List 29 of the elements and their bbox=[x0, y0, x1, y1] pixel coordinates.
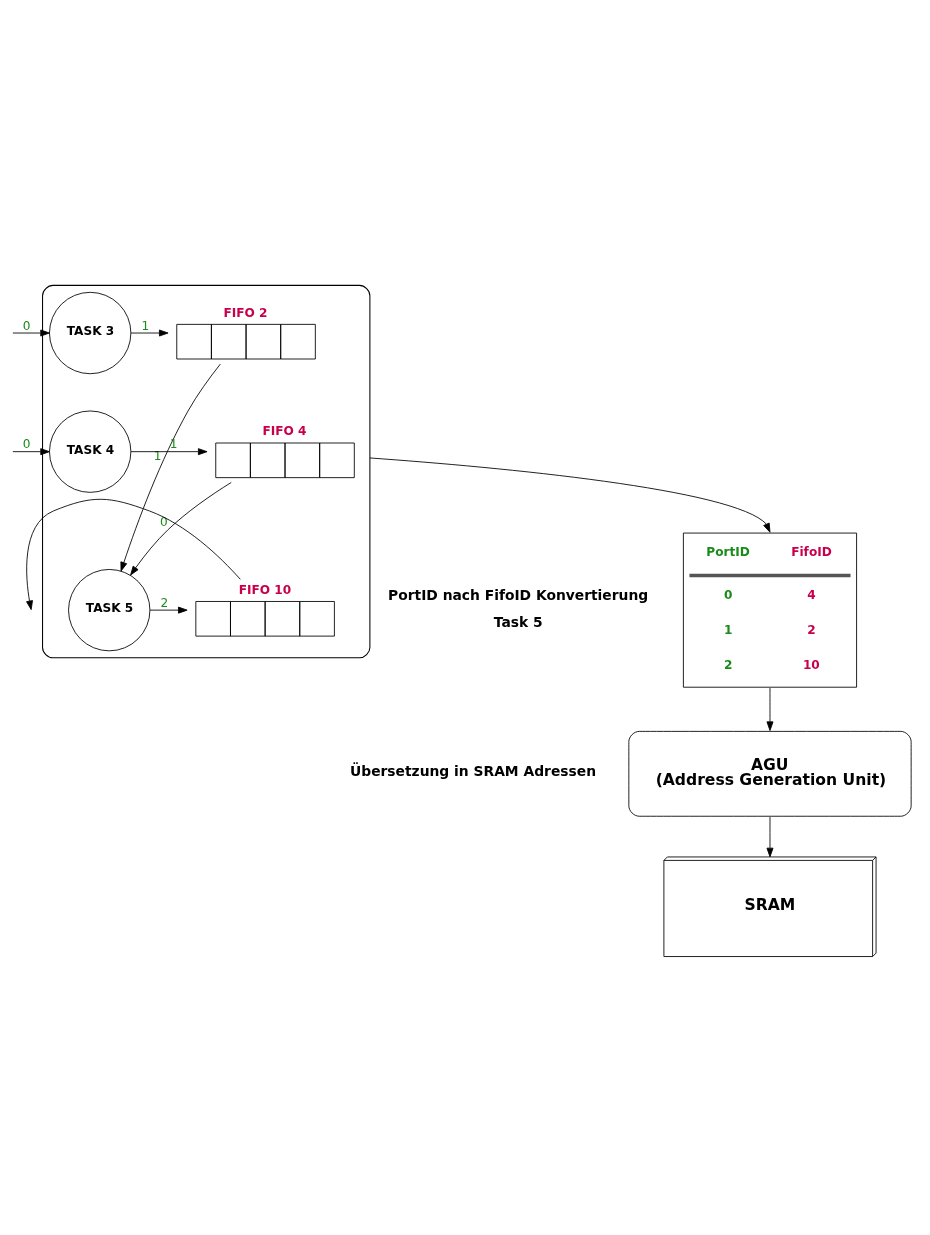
arrow bbox=[130, 482, 232, 576]
arrow bbox=[130, 329, 169, 337]
node-circle: TASK 3 bbox=[49, 291, 132, 375]
arrow bbox=[12, 329, 50, 337]
edge-label: 2 bbox=[160, 595, 169, 610]
node-box: PortID FifoID 0 4 1 2 2 10 bbox=[682, 532, 857, 688]
node-label: Task 5 bbox=[493, 614, 543, 631]
node-label: Übersetzung in SRAM Adressen bbox=[349, 763, 597, 780]
arrow bbox=[149, 606, 188, 614]
node-label: PortID nach FifoID Konvertierung bbox=[388, 586, 649, 603]
arrow bbox=[120, 363, 221, 572]
node-label: FIFO 10 bbox=[238, 582, 292, 597]
arrow bbox=[26, 498, 241, 611]
node-box: AGU (Address Generation Unit) bbox=[628, 730, 912, 817]
node-label: FIFO 2 bbox=[223, 305, 268, 320]
node-label: FIFO 4 bbox=[262, 424, 307, 439]
arrow bbox=[130, 448, 208, 456]
edge-label: 1 bbox=[169, 437, 178, 452]
arrow bbox=[12, 448, 50, 456]
arrow bbox=[766, 816, 774, 858]
edge-label: 0 bbox=[22, 437, 31, 452]
node-circle: TASK 4 bbox=[49, 410, 132, 493]
node-circle: TASK 5 bbox=[68, 569, 151, 652]
edge-label: 1 bbox=[153, 449, 162, 464]
edge-label: 0 bbox=[22, 318, 31, 333]
edge-label: 1 bbox=[141, 318, 150, 333]
arrow bbox=[766, 687, 774, 731]
edge-label: 0 bbox=[159, 515, 168, 530]
arrow bbox=[369, 457, 771, 533]
